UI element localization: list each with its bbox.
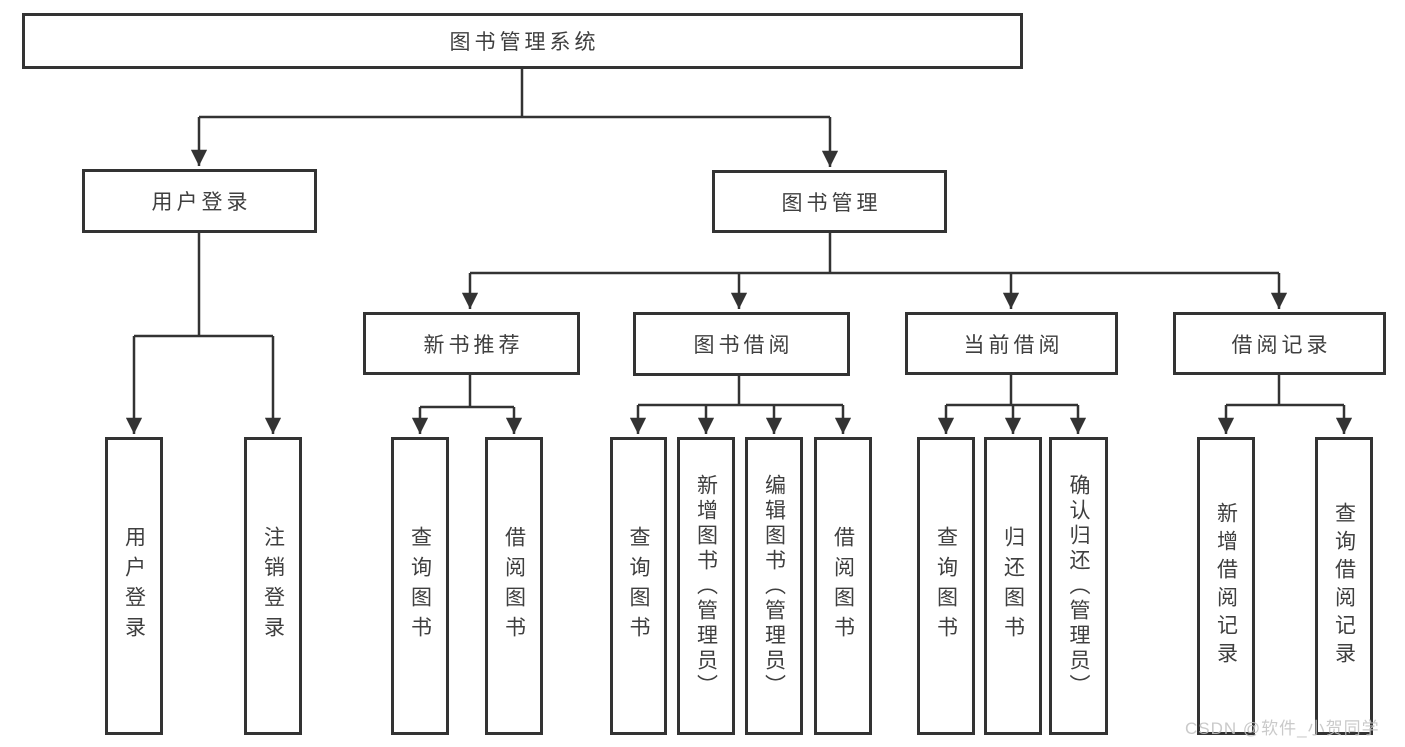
leaf-user-login: 用户登录 [105,437,163,735]
node-label: 用户登录 [122,526,146,646]
node-label: 图书管理 [781,191,882,215]
connector-group-book-management [461,233,1288,309]
node-label: 查询借阅记录 [1332,502,1356,670]
node-label: 查询图书 [408,526,432,646]
node-label: 归还图书 [1001,526,1025,646]
leaf-nbr-query-books: 查询图书 [391,437,449,735]
node-label: 确认归还（管理员） [1067,473,1090,699]
connector-group-current-borrow [937,375,1087,434]
connector-group-user-login [125,233,282,434]
node-current-borrow: 当前借阅 [905,312,1118,375]
node-label: 新增图书（管理员） [694,473,718,699]
node-label: 编辑图书（管理员） [762,473,786,699]
connector-group-borrow-records [1217,375,1353,434]
leaf-cb-query-books: 查询图书 [917,437,975,735]
node-new-book-recommend: 新书推荐 [363,312,580,375]
node-label: 用户登录 [151,191,252,214]
connector-group-book-borrow [629,376,852,434]
connector-group-root [190,69,839,167]
leaf-br-add-record: 新增借阅记录 [1197,437,1255,735]
node-user-login: 用户登录 [82,169,317,233]
node-book-management: 图书管理 [712,170,947,233]
node-label: 查询图书 [934,526,958,646]
node-label: 图书管理系统 [449,31,600,54]
node-label: 借阅记录 [1231,333,1332,357]
leaf-bb-borrow-books: 借阅图书 [814,437,872,735]
connector-group-new-book [411,375,523,434]
node-label: 注销登录 [261,526,285,646]
leaf-bb-edit-books-admin: 编辑图书（管理员） [745,437,803,735]
node-book-borrow: 图书借阅 [633,312,850,376]
csdn-watermark: CSDN @软件_小贺同学 [1185,719,1380,738]
node-label: 当前借阅 [963,333,1064,357]
node-label: 借阅图书 [831,526,855,646]
node-label: 查询图书 [627,526,650,646]
node-label: 借阅图书 [502,526,526,646]
node-borrow-records: 借阅记录 [1173,312,1386,375]
leaf-bb-query-books: 查询图书 [610,437,667,735]
leaf-bb-add-books-admin: 新增图书（管理员） [677,437,735,735]
node-label: 新书推荐 [423,333,524,357]
leaf-logout: 注销登录 [244,437,302,735]
leaf-cb-confirm-return-admin: 确认归还（管理员） [1049,437,1108,735]
node-label: 新增借阅记录 [1214,502,1238,670]
leaf-nbr-borrow-books: 借阅图书 [485,437,543,735]
node-root-library-system: 图书管理系统 [22,13,1023,69]
leaf-br-query-record: 查询借阅记录 [1315,437,1373,735]
leaf-cb-return-books: 归还图书 [984,437,1042,735]
node-label: 图书借阅 [693,334,794,357]
